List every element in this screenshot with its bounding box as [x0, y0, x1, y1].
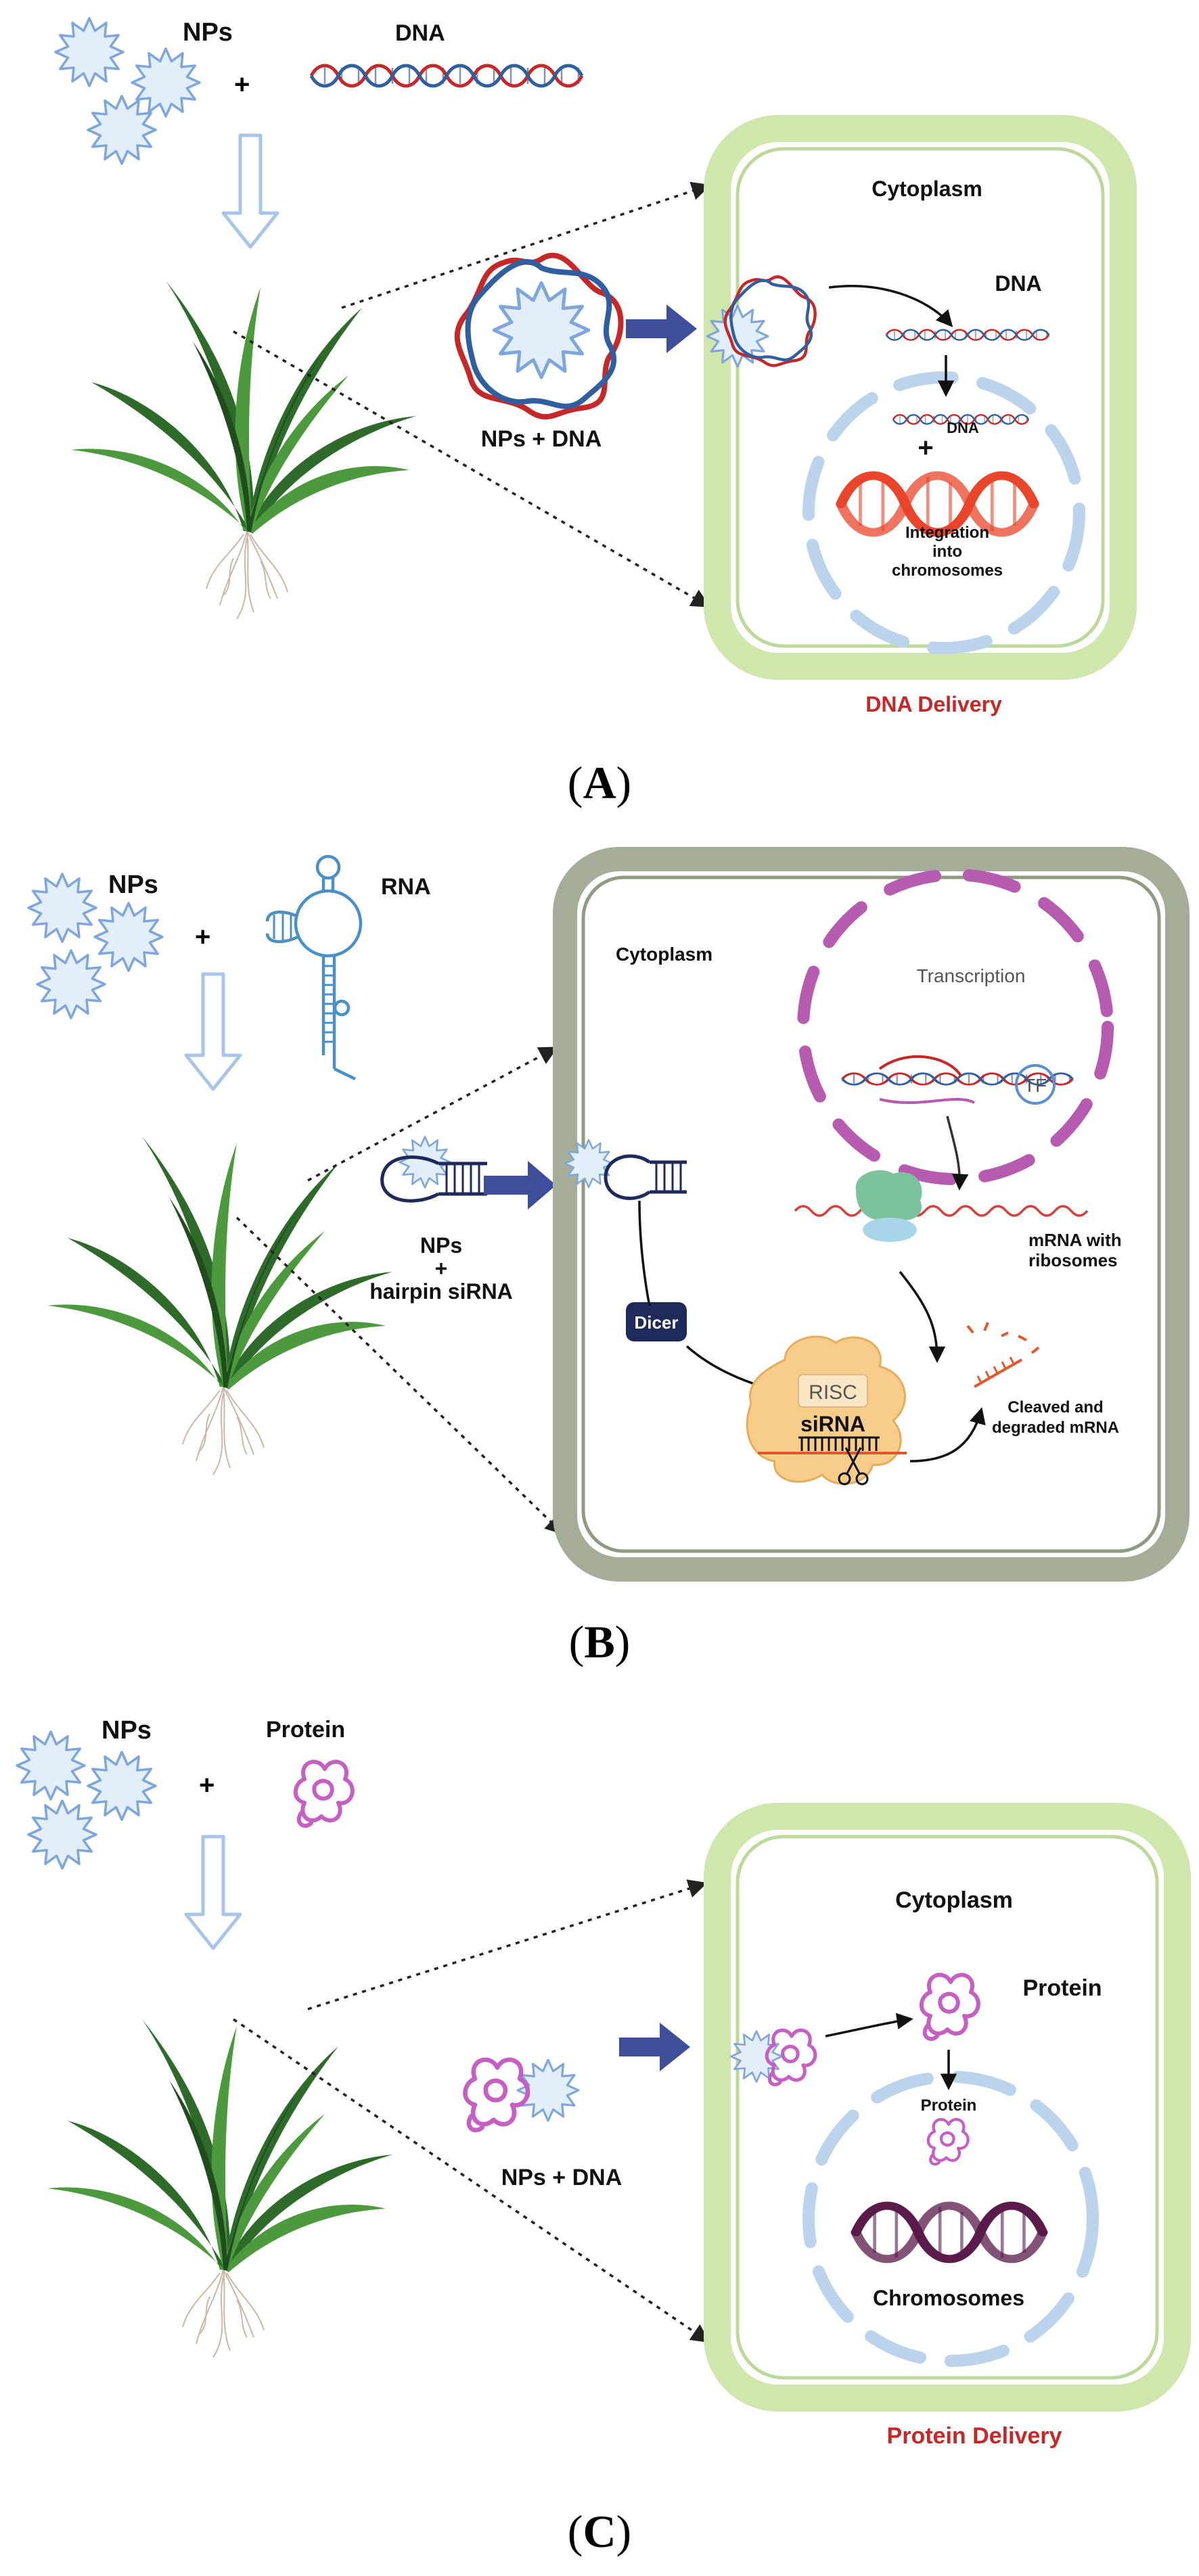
- scissors-icon: [838, 1447, 869, 1486]
- caption-a: (A): [568, 757, 631, 808]
- nucleus-dna-label: DNA: [947, 419, 979, 436]
- down-arrow-icon: [221, 133, 279, 249]
- dicer-label: Dicer: [634, 1312, 678, 1333]
- cell-membrane: [736, 147, 1105, 648]
- dicer-badge: [626, 1302, 687, 1341]
- arrow: [825, 2013, 913, 2038]
- hairpin-rna-icon: [265, 854, 363, 1081]
- ribosome-large: [855, 1170, 922, 1220]
- plant-icon: [47, 1136, 393, 1475]
- transcription-label: Transcription: [917, 965, 1026, 986]
- cell-wall: [704, 1803, 1191, 2412]
- chromosomes-label: Chromosomes: [873, 2286, 1024, 2310]
- tf-label: TF: [1024, 1075, 1047, 1096]
- dotted-arrow: [307, 1879, 708, 2010]
- plus-sign: +: [918, 433, 933, 463]
- label-nps: NPs: [183, 18, 233, 47]
- down-arrow-icon: [184, 1835, 242, 1950]
- label-protein: Protein: [266, 1717, 345, 1743]
- nanoparticle-icon: [93, 902, 164, 972]
- label-dna: DNA: [395, 20, 445, 46]
- integration-line-1: Integration: [905, 524, 989, 542]
- delivery-label: Protein Delivery: [887, 2423, 1062, 2449]
- risc-complex: [746, 1335, 906, 1485]
- delivery-label: DNA Delivery: [865, 692, 1002, 716]
- label-nps: NPs: [108, 871, 158, 899]
- right-arrow-icon: [619, 2023, 690, 2071]
- cleaved-line-1: Cleaved and: [1008, 1398, 1103, 1417]
- arrow: [946, 1116, 969, 1191]
- hairpin-sirna-icon: [604, 1154, 687, 1200]
- plant-icon: [47, 2019, 393, 2358]
- nucleus-membrane: [802, 2071, 1099, 2367]
- sirna-label: siRNA: [800, 1412, 865, 1436]
- cytoplasm-label: Cytoplasm: [872, 177, 982, 201]
- complex-line-3: hairpin siRNA: [369, 1279, 513, 1304]
- cell-wall: [704, 115, 1137, 680]
- cytoplasm-label: Cytoplasm: [895, 1887, 1013, 1913]
- caption-b: (B): [569, 1616, 631, 1668]
- nucleus-protein-label: Protein: [921, 2096, 977, 2115]
- cytoplasm-label: Cytoplasm: [616, 944, 712, 965]
- plant-icon: [70, 280, 417, 620]
- right-arrow-icon: [626, 304, 697, 353]
- nanoparticle-icon: [36, 949, 106, 1019]
- cell-membrane: [736, 1835, 1159, 2380]
- nanoparticle-icon: [54, 17, 125, 87]
- arrow: [909, 1407, 986, 1463]
- cleaved-line-2: degraded mRNA: [992, 1419, 1119, 1437]
- panel-b: NPs + RNA: [27, 847, 1190, 1668]
- panel-a: NPs + DNA NPs + DNA Cytoplasm DNA DNA +: [54, 17, 1137, 808]
- complex-label: NPs + DNA: [481, 426, 602, 452]
- plus-sign: +: [199, 1770, 214, 1800]
- degraded-mrna-icon: [966, 1322, 1040, 1388]
- complex-label: NPs + DNA: [501, 2165, 623, 2190]
- integration-line-3: chromosomes: [892, 561, 1003, 580]
- mrna-strand: [794, 1205, 1089, 1217]
- dotted-arrow: [341, 181, 711, 309]
- complex-line-1: NPs: [420, 1233, 462, 1258]
- dotted-arrow: [235, 1216, 565, 1535]
- dna-icon: [311, 66, 582, 86]
- dotted-arrow: [233, 330, 710, 607]
- nanoparticle-icon: [27, 873, 97, 943]
- complex-line-2: +: [435, 1256, 448, 1281]
- panel-c: NPs + Protein NPs + DNA Cytoplasm Protei…: [16, 1716, 1191, 2557]
- cell-membrane: [581, 875, 1161, 1553]
- risc-label: RISC: [809, 1381, 857, 1404]
- caption-c: (C): [568, 2506, 631, 2557]
- mrna-line-1: mRNA with: [1028, 1230, 1122, 1250]
- nanoparticle-icon: [16, 1730, 86, 1801]
- protein-icon: [465, 2060, 528, 2130]
- plus-sign: +: [195, 922, 210, 952]
- arrow: [828, 285, 953, 327]
- nanoparticle-icon: [27, 1799, 97, 1870]
- protein-icon: [296, 1762, 353, 1826]
- down-arrow-icon: [184, 972, 242, 1091]
- label-nps: NPs: [101, 1716, 152, 1745]
- nucleus-membrane: [802, 371, 1085, 654]
- arrow: [899, 1270, 946, 1363]
- right-arrow-icon: [484, 1161, 556, 1210]
- ribosome-small: [863, 1218, 917, 1242]
- transcription-factor: [1015, 1064, 1056, 1105]
- nanoparticle-icon: [87, 1751, 157, 1821]
- dna-label: DNA: [995, 271, 1041, 296]
- nanoparticle-icon: [494, 283, 589, 377]
- protein-label: Protein: [1022, 1975, 1102, 2001]
- dotted-arrow: [233, 2018, 710, 2343]
- integration-line-2: into: [932, 543, 962, 561]
- hairpin-sirna-icon: [380, 1155, 487, 1203]
- mrna-line-2: ribosomes: [1028, 1250, 1118, 1270]
- nanoparticle-icon: [131, 47, 201, 118]
- label-rna: RNA: [381, 874, 431, 900]
- nanoparticle-icon: [87, 95, 157, 165]
- plus-sign: +: [234, 70, 250, 99]
